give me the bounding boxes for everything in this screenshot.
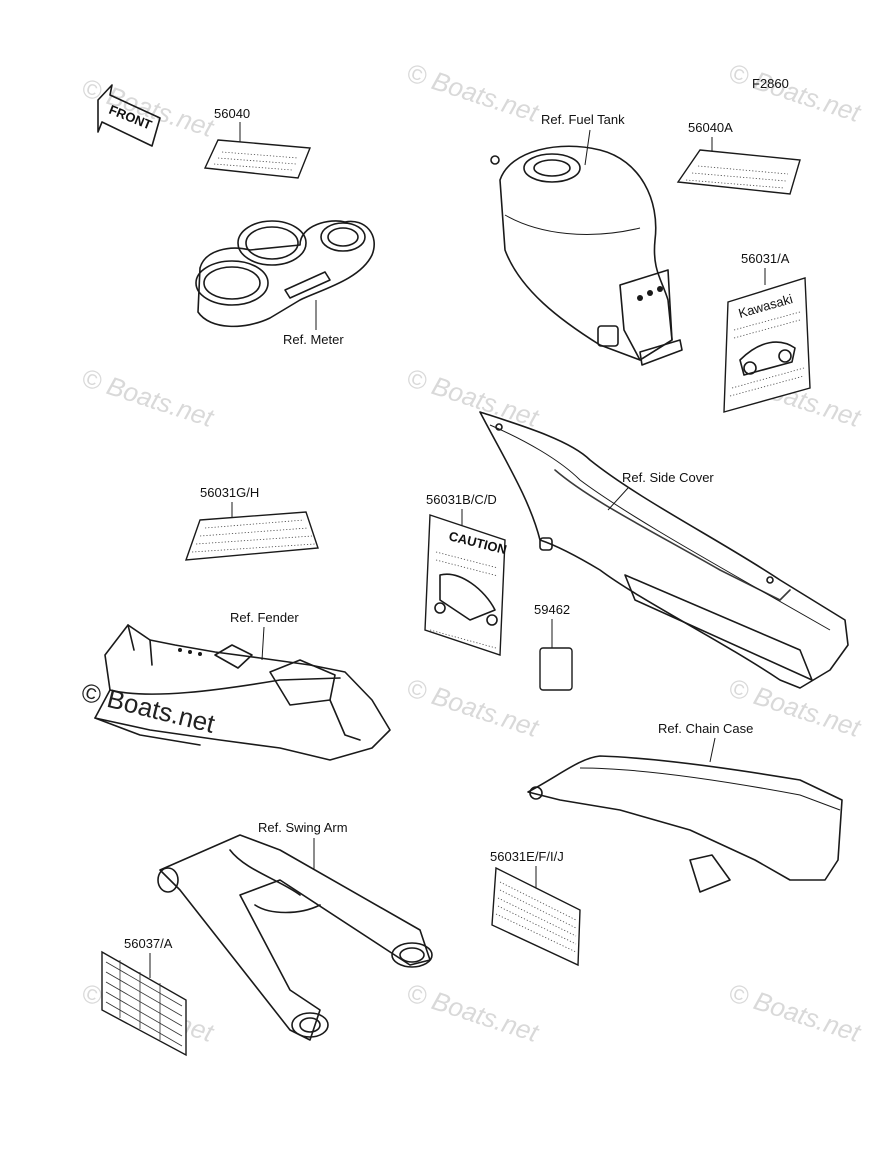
fender: Ref. Fender (94, 610, 391, 761)
decal-56031a (723, 277, 811, 413)
label-56031a: 56031/A Kawasaki (723, 251, 811, 413)
ref-meter-label: Ref. Meter (283, 332, 344, 347)
decal-56040a (676, 149, 801, 195)
ref-fuel-tank-label: Ref. Fuel Tank (541, 112, 625, 127)
part-number-56031a: 56031/A (741, 251, 790, 266)
part-number-56031bcd: 56031B/C/D (426, 492, 497, 507)
decal-56031bcd (424, 514, 506, 656)
diagram-id: F2860 (752, 76, 789, 91)
decal-56040 (203, 139, 312, 179)
decal-59462 (539, 647, 573, 691)
part-number-56031efij: 56031E/F/I/J (490, 849, 564, 864)
swing-arm: Ref. Swing Arm (157, 820, 433, 1041)
label-56031gh: 56031G/H (184, 485, 319, 561)
fuel-tank: Ref. Fuel Tank (490, 112, 683, 366)
label-56031efij: 56031E/F/I/J (490, 849, 581, 967)
watermark: © Boats.net (403, 672, 544, 743)
meter: Ref. Meter (195, 220, 375, 347)
part-number-56031gh: 56031G/H (200, 485, 259, 500)
label-59462: 59462 (534, 602, 573, 691)
part-number-56040: 56040 (214, 106, 250, 121)
ref-chain-case-label: Ref. Chain Case (658, 721, 753, 736)
watermark: © Boats.net (403, 362, 544, 433)
watermark: © Boats.net (78, 72, 219, 143)
ref-side-cover-label: Ref. Side Cover (622, 470, 714, 485)
ref-fender-label: Ref. Fender (230, 610, 299, 625)
watermark: © Boats.net (78, 362, 219, 433)
side-cover: Ref. Side Cover (479, 411, 849, 689)
part-number-56040a: 56040A (688, 120, 733, 135)
label-56040: 56040 (203, 106, 312, 179)
ref-swing-arm-label: Ref. Swing Arm (258, 820, 348, 835)
part-number-56037a: 56037/A (124, 936, 173, 951)
label-56031bcd: 56031B/C/D CAUTION (424, 492, 508, 656)
watermark: © Boats.net (403, 57, 544, 128)
decal-56037a (101, 950, 187, 1057)
part-number-59462: 59462 (534, 602, 570, 617)
watermark: © Boats.net (725, 57, 866, 128)
label-56040a: 56040A (676, 120, 801, 195)
decal-56031gh (184, 511, 319, 561)
watermark: © Boats.net (725, 977, 866, 1048)
watermark: © Boats.net (403, 977, 544, 1048)
chain-case: Ref. Chain Case (527, 721, 843, 893)
label-56037a: 56037/A (101, 936, 187, 1057)
